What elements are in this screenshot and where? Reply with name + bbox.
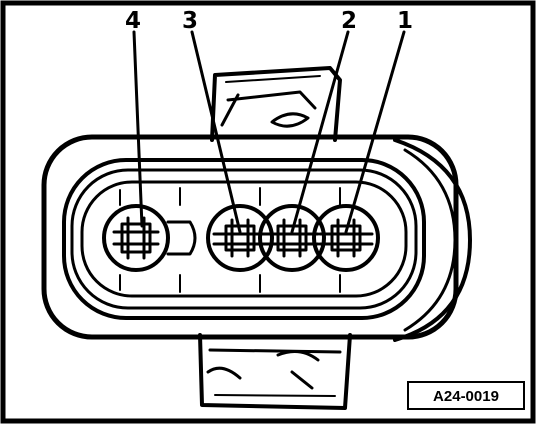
top-latch: [210, 66, 342, 142]
leader-line-2: [290, 30, 350, 234]
pin-label-2: 2: [341, 8, 357, 34]
pin-4-socket: [102, 204, 197, 272]
leader-lines: [132, 30, 406, 234]
leader-line-3: [190, 30, 242, 234]
pin-label-1: 1: [397, 8, 413, 34]
bottom-latch: [198, 333, 352, 410]
leader-line-4: [132, 30, 144, 228]
pin-label-3: 3: [182, 8, 198, 34]
pin-label-4: 4: [125, 8, 141, 34]
pin-1-socket: [312, 204, 380, 272]
pin-3-socket: [206, 204, 274, 272]
reference-code: A24-0019: [433, 388, 499, 405]
leader-line-1: [344, 30, 406, 234]
pin-2-socket: [258, 204, 326, 272]
reference-box: A24-0019: [407, 381, 525, 410]
connector-housing: [41, 134, 472, 342]
